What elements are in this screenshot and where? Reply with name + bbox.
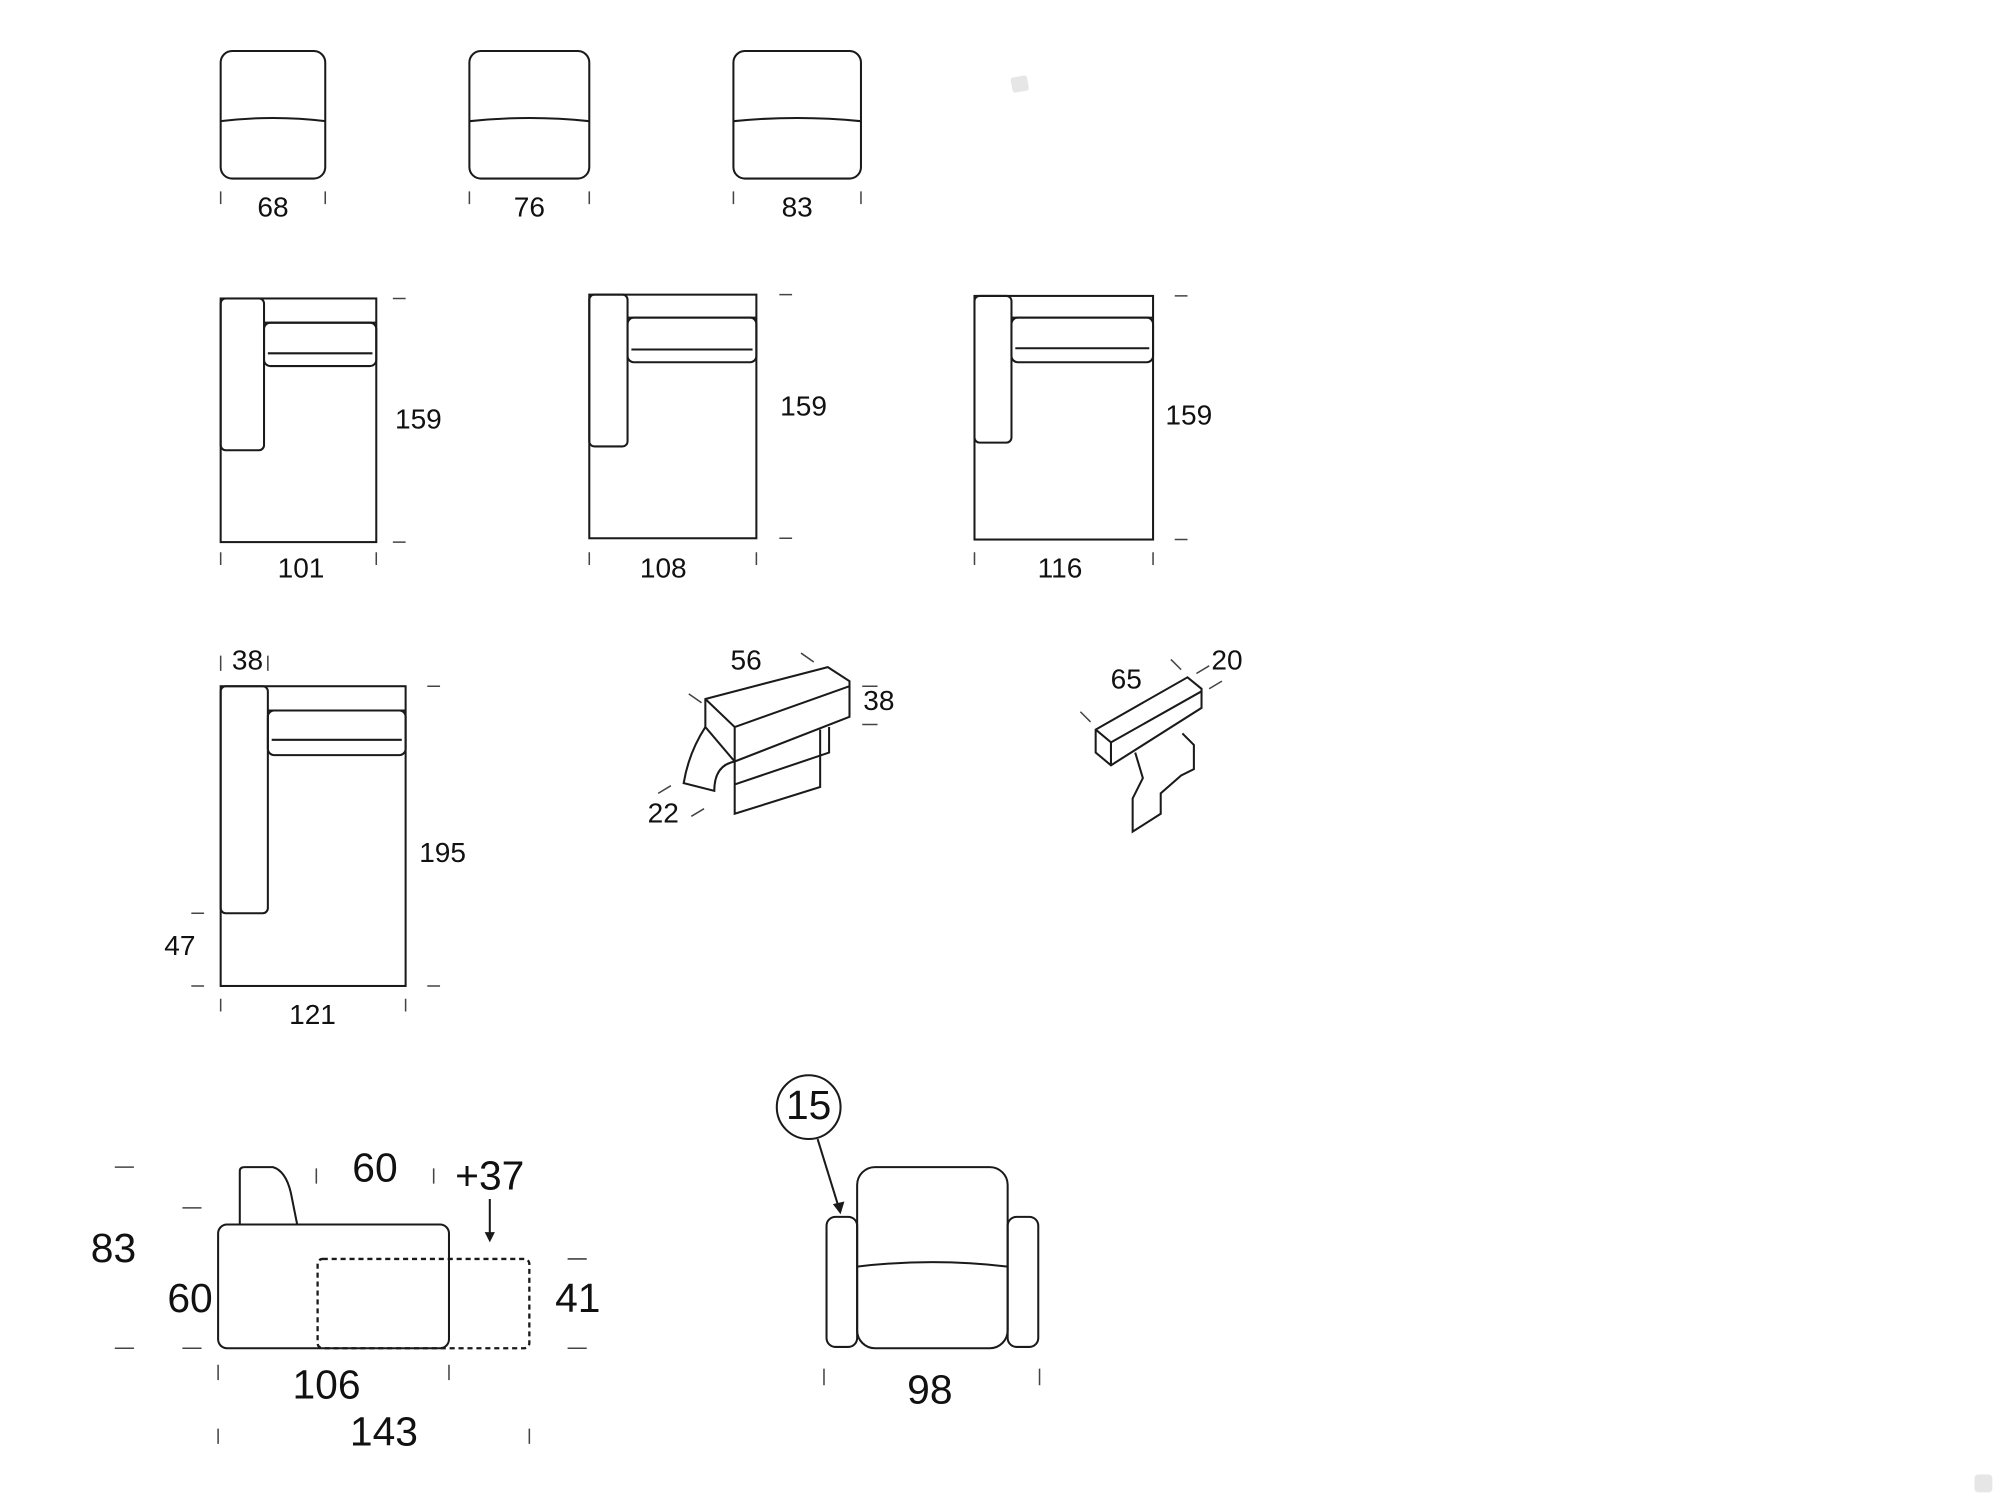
depth-label: 159 bbox=[395, 403, 442, 434]
callout-label: 15 bbox=[786, 1082, 831, 1128]
width-label: 20 bbox=[1211, 644, 1242, 675]
width-label: 22 bbox=[648, 797, 679, 828]
chaise-module-116: 159 116 bbox=[973, 294, 1212, 584]
chaise-module-108: 159 108 bbox=[588, 293, 827, 584]
armrest-b: 65 20 bbox=[1079, 644, 1243, 834]
armrest-a: 56 38 22 bbox=[648, 644, 895, 828]
small-square-icon bbox=[1010, 75, 1029, 93]
depth-label: 159 bbox=[1165, 399, 1212, 430]
depth-label: 159 bbox=[780, 391, 827, 422]
width-label: 108 bbox=[640, 553, 687, 584]
extension-height-label: 41 bbox=[555, 1275, 600, 1321]
seat-height-label: 60 bbox=[167, 1275, 212, 1321]
extended-depth-label: 143 bbox=[350, 1409, 418, 1455]
width-label: 76 bbox=[514, 192, 545, 223]
chaise-module-101: 159 101 bbox=[219, 297, 442, 584]
width-label: 83 bbox=[782, 192, 813, 223]
total-height-label: 83 bbox=[91, 1225, 136, 1271]
armchair-top-view: 15 98 bbox=[775, 1074, 1041, 1413]
width-label: 101 bbox=[278, 553, 325, 584]
armless-module-76: 76 bbox=[468, 50, 591, 223]
depth-label: 106 bbox=[292, 1362, 360, 1408]
long-chaise-module: 38 195 47 121 bbox=[164, 644, 466, 1030]
front-label: 47 bbox=[164, 930, 195, 961]
length-label: 65 bbox=[1111, 664, 1142, 695]
seat-depth-label: 60 bbox=[352, 1145, 397, 1191]
width-label: 98 bbox=[907, 1367, 952, 1413]
depth-label: 195 bbox=[419, 837, 466, 868]
width-label: 116 bbox=[1038, 553, 1083, 584]
extension-label: +37 bbox=[455, 1152, 524, 1198]
arm-width-label: 38 bbox=[232, 644, 263, 675]
side-view: 83 60 60 +37 41 106 143 bbox=[91, 1145, 601, 1455]
watermark-logo-icon bbox=[1974, 1474, 1993, 1493]
length-label: 56 bbox=[731, 644, 762, 675]
width-label: 121 bbox=[289, 999, 336, 1030]
width-label: 68 bbox=[257, 192, 288, 223]
armless-module-68: 68 bbox=[219, 50, 327, 223]
armless-module-83: 83 bbox=[732, 50, 862, 223]
height-label: 38 bbox=[863, 685, 894, 716]
